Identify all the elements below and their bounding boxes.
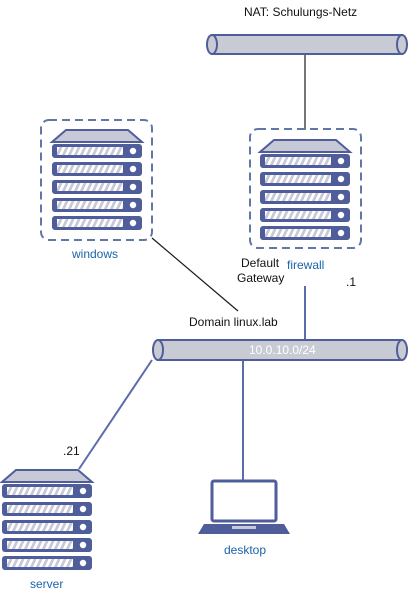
server-icon xyxy=(2,470,92,570)
lan-network-pipe xyxy=(152,339,408,361)
lan-network-label: 10.0.10.0/24 xyxy=(249,343,316,357)
nat-network-label: NAT: Schulungs-Netz xyxy=(244,5,358,19)
desktop-label: desktop xyxy=(224,543,267,557)
nat-network-pipe xyxy=(206,34,408,55)
firewall-label: firewall xyxy=(287,258,325,272)
server-lan-link xyxy=(78,359,153,470)
gateway-label-line1: Default xyxy=(241,256,280,270)
firewall-server-icon xyxy=(249,128,362,249)
windows-lan-link xyxy=(151,237,239,312)
firewall-ip-label: .1 xyxy=(346,275,357,289)
domain-label: Domain linux.lab xyxy=(189,315,278,329)
server-label: server xyxy=(30,577,64,591)
windows-server-icon xyxy=(40,119,153,241)
windows-label: windows xyxy=(72,247,119,261)
gateway-label-line2: Gateway xyxy=(237,271,285,285)
laptop-icon xyxy=(198,479,290,534)
server-ip-label: .21 xyxy=(63,444,80,458)
